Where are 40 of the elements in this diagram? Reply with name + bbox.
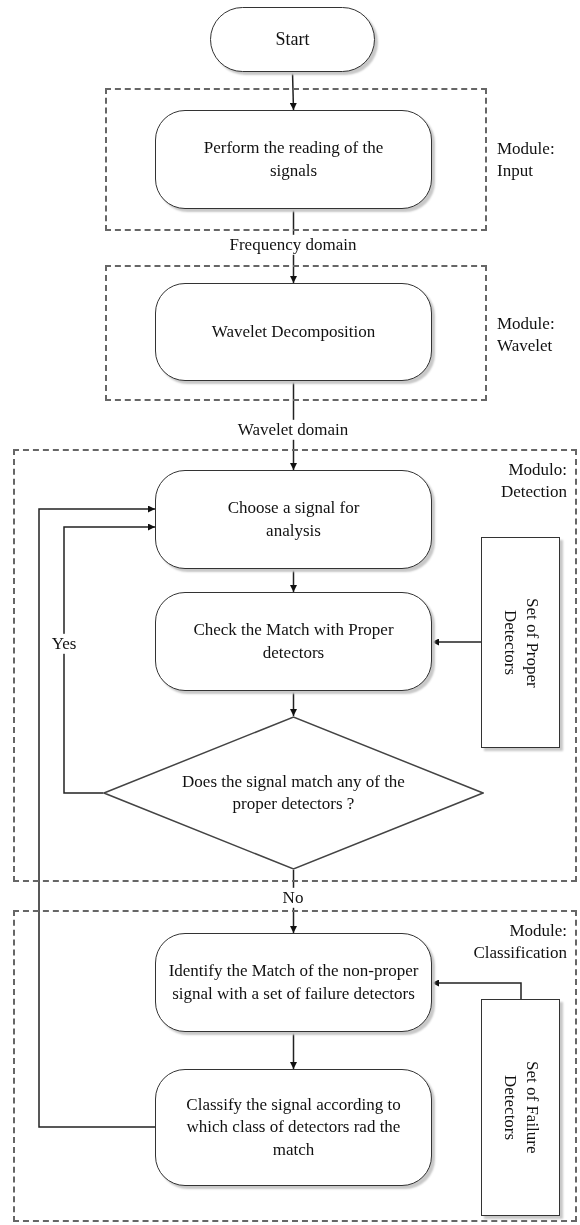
module-label: Module: Wavelet	[497, 313, 555, 358]
process-box	[155, 933, 432, 1032]
module-label: Module: Classification	[473, 920, 567, 965]
edge-label: No	[280, 887, 306, 909]
arrow	[431, 638, 482, 646]
arrow	[290, 690, 297, 717]
arrow	[289, 71, 297, 111]
process-box	[155, 470, 432, 569]
step-text: Wavelet Decomposition	[210, 320, 377, 343]
module-label: Modulo: Detection	[500, 459, 567, 504]
terminal-box	[210, 7, 375, 72]
arrow	[63, 523, 156, 794]
step-text: Check the Match with Proper detectors	[192, 619, 395, 664]
edge-label: Yes	[49, 633, 79, 655]
decision-diamond	[103, 716, 484, 870]
process-box	[155, 1069, 432, 1186]
module-frame	[105, 265, 487, 401]
module-frame	[13, 910, 577, 1222]
step-text: Perform the reading of the signals	[202, 137, 385, 182]
module-frame	[13, 449, 577, 882]
step-text: Set of Failure Detectors	[499, 1060, 543, 1156]
module-label: Module: Input	[497, 138, 555, 183]
edge-label: Wavelet domain	[235, 419, 351, 441]
arrow	[431, 979, 522, 1000]
step-text: Set of Proper Detectors	[499, 596, 543, 690]
module-frame	[105, 88, 487, 231]
step-text: Identify the Match of the non-proper signal with a set of failure detectors	[168, 960, 419, 1005]
detector-set-box	[481, 537, 560, 748]
process-box	[155, 110, 432, 209]
edge-label: Frequency domain	[227, 234, 359, 256]
arrow	[290, 1031, 297, 1070]
process-box	[155, 283, 432, 381]
detector-set-box	[481, 999, 560, 1216]
process-box	[155, 592, 432, 691]
question-text: Does the signal match any of the proper detectors ?	[181, 770, 406, 815]
step-text: Choose a signal for analysis	[226, 497, 361, 542]
step-text: Classify the signal according to which class of detectors rad the match	[185, 1094, 402, 1161]
step-text: Start	[275, 28, 310, 51]
arrow	[38, 505, 156, 1128]
arrow	[290, 568, 297, 593]
